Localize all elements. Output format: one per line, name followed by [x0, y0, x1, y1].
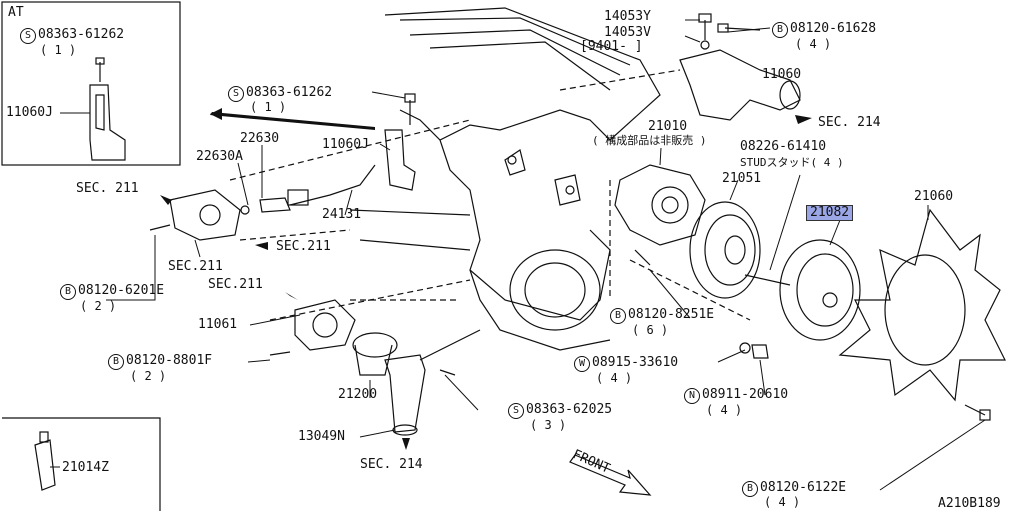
part-number: 08120-6201E: [78, 283, 165, 298]
sec-211-b-label: SEC.211: [276, 239, 331, 254]
part-08226-61410-label: 08226-61410: [740, 139, 827, 154]
washer-nut: [739, 342, 769, 359]
reference-code: A210B189: [938, 496, 1001, 511]
at-part-number: 08363-61262: [38, 27, 125, 42]
part-21082-label-highlighted[interactable]: 21082: [806, 205, 854, 221]
sec-211-c-label: SEC.211: [168, 259, 223, 274]
part-number: 08363-61262: [246, 85, 333, 100]
water-outlet-11060: [679, 13, 801, 121]
part-number: 08120-8801F: [126, 353, 213, 368]
part-11060J-label: 11060J: [322, 137, 369, 152]
part-number: 08120-61628: [790, 21, 877, 36]
hose-13049N: [384, 354, 456, 436]
fan-blades-21060: [838, 208, 1006, 421]
b-prefix: B: [742, 481, 758, 497]
upper-bracket-11060J: [384, 93, 416, 191]
part-21200-label: 21200: [338, 387, 378, 402]
thermostat-housing-left: [149, 189, 250, 241]
part-number: 08120-8251E: [628, 307, 715, 322]
part-21010-note: ( 構成部品は非販売 ): [592, 134, 707, 147]
water-inlet-11061: [269, 299, 356, 356]
at-inset-frame: [1, 1, 181, 166]
part-22630-label: 22630: [240, 131, 280, 146]
part-number: 08915-33610: [592, 355, 679, 370]
part-number: 08120-6122E: [760, 480, 847, 495]
s-prefix: S: [20, 28, 36, 44]
at-bracket-drawing: [89, 57, 126, 161]
part-14053Y-label: 14053Y: [604, 9, 651, 24]
b-prefix: B: [60, 284, 76, 300]
engine-block-outline: [349, 7, 661, 361]
water-pump-21010: [614, 164, 706, 266]
sensor-22630: [259, 164, 376, 213]
sec-211-d-label: SEC.211: [208, 277, 263, 292]
date-range-label: [9401- ]: [580, 39, 643, 54]
at-title: AT: [8, 5, 24, 20]
bottom-inset-frame: [2, 417, 161, 511]
leader-lines: [50, 19, 986, 491]
qty-label: ( 2 ): [130, 369, 167, 383]
at-bracket-label: 11060J: [6, 105, 53, 120]
flow-arrows: [160, 108, 812, 450]
part-21010-label: 21010: [648, 119, 688, 134]
sec-214-top-label: SEC. 214: [818, 115, 881, 130]
sec-211-a-label: SEC. 211: [76, 181, 139, 196]
qty-label: ( 4 ): [764, 495, 801, 509]
s-prefix: S: [508, 403, 524, 419]
part-number: 08911-20610: [702, 387, 789, 402]
part-number: 08363-62025: [526, 402, 613, 417]
part-24131-label: 24131: [322, 207, 362, 222]
sensor-21014Z: [34, 431, 56, 491]
qty-label: ( 4 ): [795, 37, 832, 51]
b-prefix: B: [610, 308, 626, 324]
at-part-qty: ( 1 ): [40, 43, 77, 57]
qty-label: ( 6 ): [632, 323, 669, 337]
b-prefix: B: [108, 354, 124, 370]
qty-label: ( 2 ): [80, 299, 117, 313]
qty-label: ( 3 ): [530, 418, 567, 432]
part-21051-label: 21051: [722, 171, 762, 186]
part-11060-label: 11060: [762, 67, 802, 82]
part-22630A-label: 22630A: [196, 149, 243, 164]
fan-coupling-21082: [744, 239, 861, 341]
w-prefix: W: [574, 356, 590, 372]
sec-214-bottom-label: SEC. 214: [360, 457, 423, 472]
part-21014Z-label: 21014Z: [62, 460, 109, 475]
n-prefix: N: [684, 388, 700, 404]
part-14053V-label: 14053V: [604, 25, 651, 40]
part-13049N-label: 13049N: [298, 429, 345, 444]
qty-label: ( 4 ): [596, 371, 633, 385]
part-11061-label: 11061: [198, 317, 238, 332]
b-prefix: B: [772, 22, 788, 38]
qty-label: ( 1 ): [250, 100, 287, 114]
stud-note: STUDスタッド( 4 ): [740, 156, 844, 169]
pulley-21051: [689, 201, 761, 299]
part-21060-label: 21060: [914, 189, 954, 204]
qty-label: ( 4 ): [706, 403, 743, 417]
front-arrow: [569, 454, 652, 496]
s-prefix: S: [228, 86, 244, 102]
thermostat-21200: [352, 332, 398, 376]
